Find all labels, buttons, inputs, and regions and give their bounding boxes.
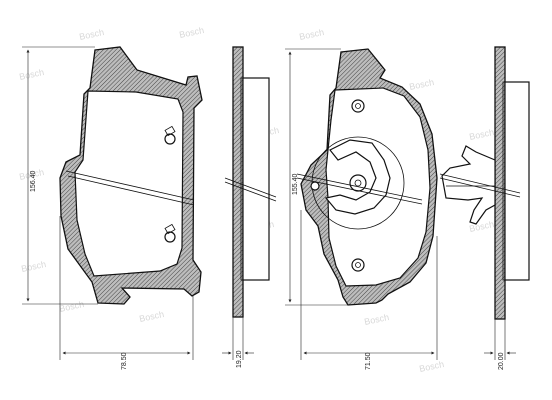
right-pad-hole-lower: [351, 258, 365, 272]
left-side-backing-plate: [232, 46, 244, 318]
right-side-friction-block: [504, 81, 530, 281]
right-height-dimension: 155.40: [285, 48, 348, 306]
watermark-text: Bosch: [58, 299, 85, 314]
watermark-text: Bosch: [408, 77, 435, 92]
left-side-friction-block: [242, 77, 270, 281]
watermark-text: Bosch: [418, 359, 445, 374]
right-pad-sensor-hole: [310, 181, 320, 191]
watermark-text: Bosch: [18, 67, 45, 82]
watermark-text: Bosch: [178, 25, 205, 40]
left-pad-friction-surface: [74, 90, 184, 277]
right-side-backing-plate: [494, 46, 506, 320]
watermark-text: Bosch: [363, 312, 390, 327]
watermark-text: Bosch: [138, 309, 165, 324]
watermark-text: Bosch: [468, 127, 495, 142]
left-width-dimension: 78.50: [59, 216, 194, 370]
left-pad-side-view: 19.20: [222, 46, 277, 368]
right-pad-height-label: 155.40: [292, 173, 299, 195]
left-pad-height-label: 156.40: [30, 170, 37, 192]
right-pad-thickness-label: 20.00: [498, 352, 505, 370]
left-pad-width-label: 78.50: [121, 352, 128, 370]
watermark-text: Bosch: [20, 259, 47, 274]
left-pad-pin-lower: [164, 231, 176, 243]
right-pad-width-label: 71.50: [365, 352, 372, 370]
right-pad-front-view: [296, 48, 438, 306]
left-pad-front-view: [59, 46, 203, 305]
right-pad-spring-clip: [324, 139, 391, 215]
left-pad-thickness-label: 19.20: [236, 350, 243, 368]
right-pad-center-pin: [349, 174, 367, 192]
right-pad-section-line: [296, 173, 423, 201]
left-pad-pin-upper: [164, 133, 176, 145]
right-width-dimension: 71.50: [300, 210, 438, 370]
watermark-text: Bosch: [78, 27, 105, 42]
watermark-text: Bosch: [298, 27, 325, 42]
right-pad-side-view: 20.00: [439, 46, 530, 370]
left-pad-section-line: [65, 170, 195, 201]
right-pad-hole-upper: [351, 99, 365, 113]
